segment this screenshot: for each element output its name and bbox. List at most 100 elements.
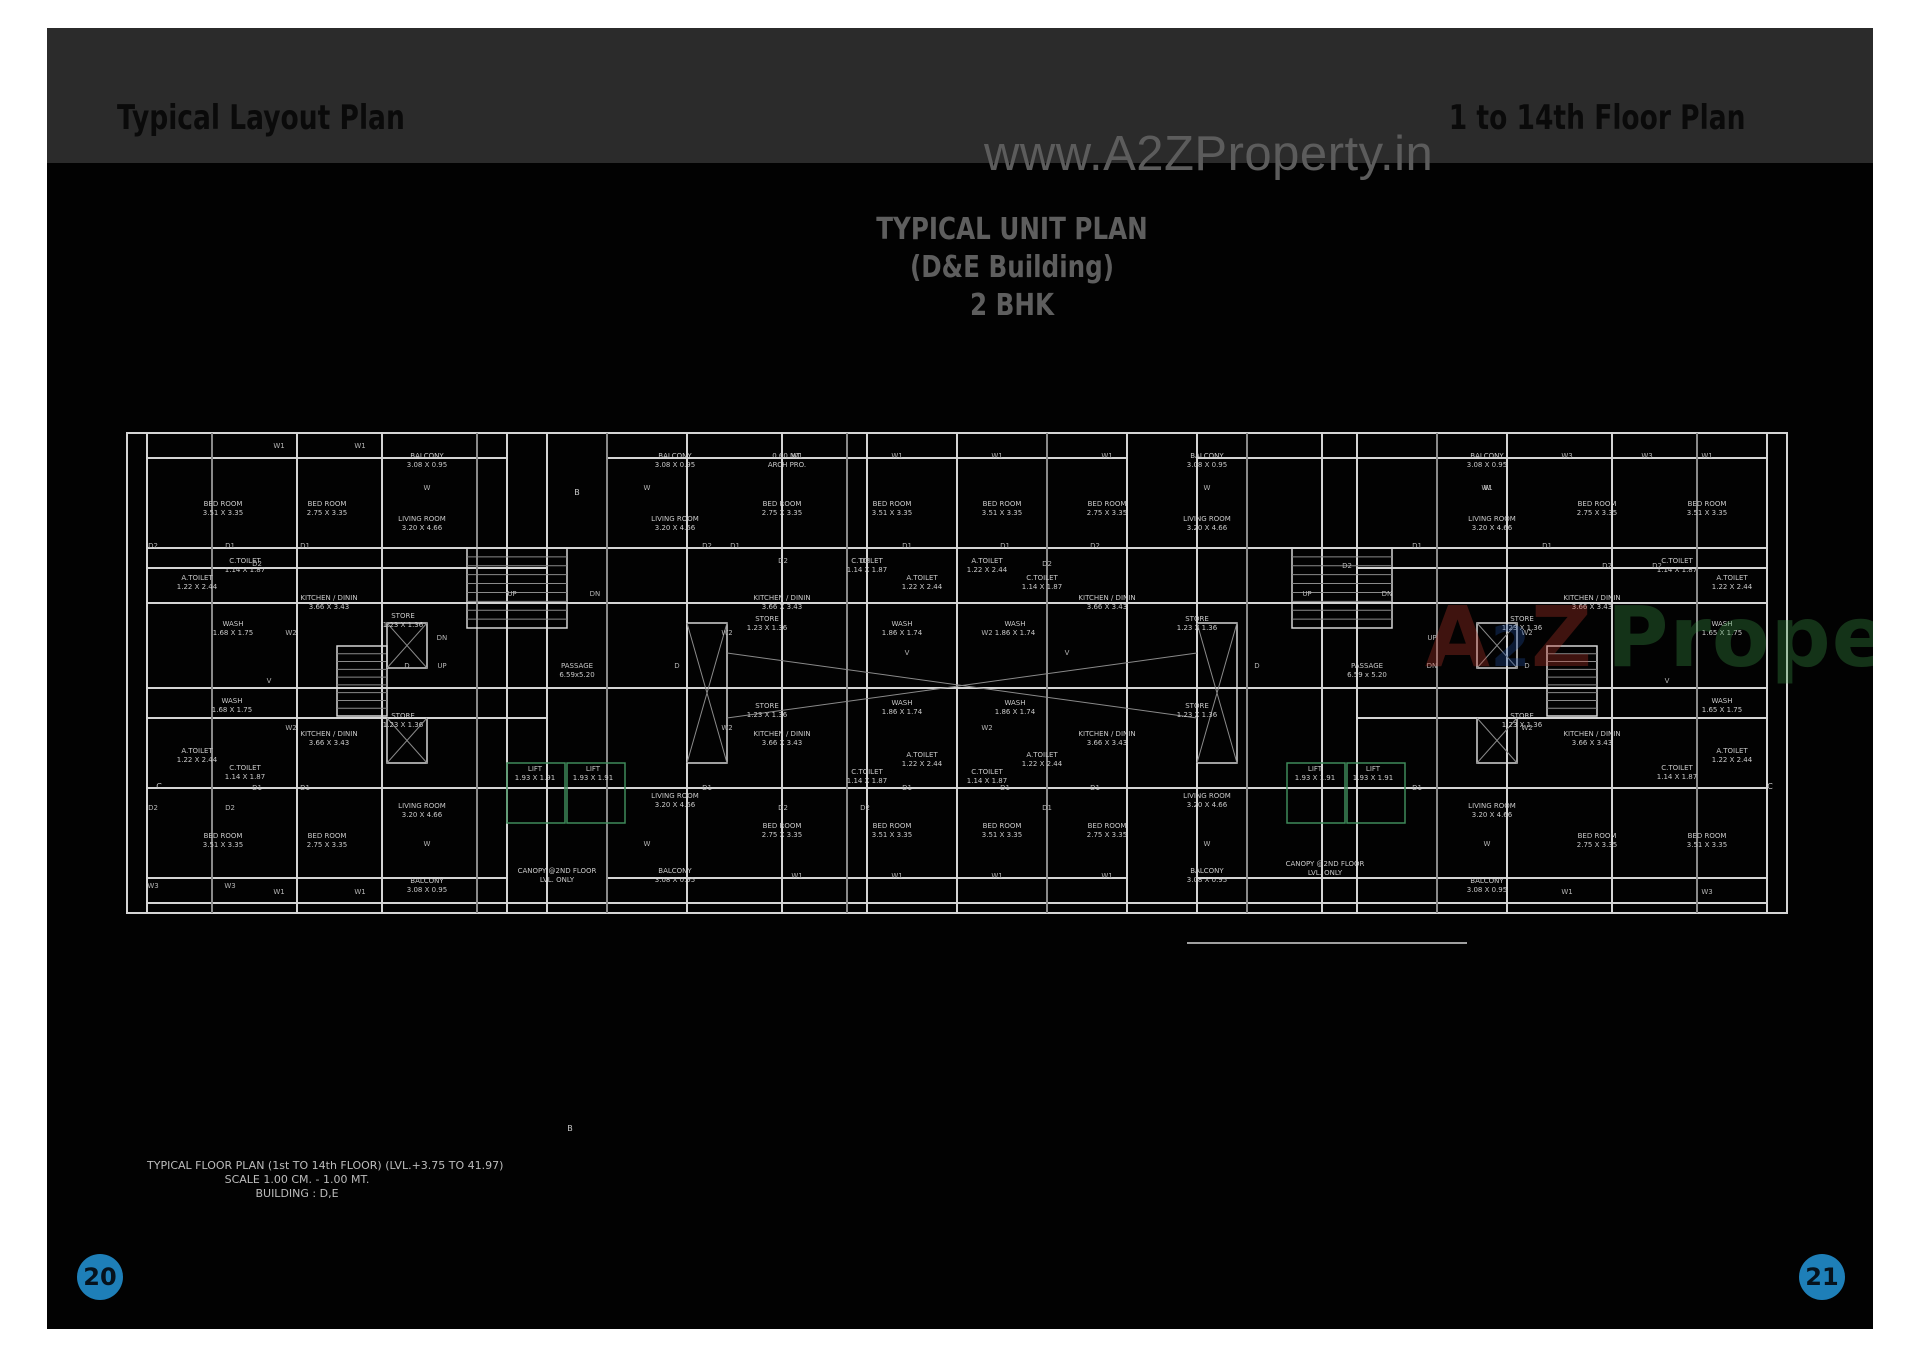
door-window-label-67: W3 (147, 882, 158, 890)
section-mark-1: B (567, 1124, 573, 1133)
room-dimension: 1.22 X 2.44 (177, 756, 218, 764)
door-window-label-76: D (1524, 662, 1529, 670)
logo-digit-2: 2 (1491, 615, 1531, 680)
door-window-label-50: D2 (225, 804, 235, 812)
door-window-label-47: D1 (252, 784, 262, 792)
room-dimension: 1.14 X 1.87 (225, 566, 265, 574)
room-dimension: 1.14 X 1.87 (1022, 583, 1062, 591)
room-dimension: 1.23 X 1.36 (747, 624, 788, 632)
door-window-label-68: W3 (224, 882, 235, 890)
room-name: STORE (755, 615, 779, 623)
door-window-label-22: D1 (902, 542, 912, 550)
room-dimension: 3.66 X 3.43 (1572, 603, 1612, 611)
door-window-label-51: D1 (702, 784, 712, 792)
door-window-label-24: D2 (1042, 560, 1052, 568)
room-name: BALCONY (410, 452, 444, 460)
room-dimension: 3.66 X 3.43 (309, 603, 349, 611)
door-window-label-70: W1 (1561, 888, 1572, 896)
lift-box-3 (1346, 762, 1406, 824)
room-name: A.TOILET (971, 557, 1003, 565)
room-name: STORE (391, 612, 415, 620)
room-dimension: 1.22 X 2.44 (177, 583, 218, 591)
room-dimension: 3.20 X 4.66 (1187, 524, 1228, 532)
shaft-1 (386, 717, 428, 764)
door-window-label-16: D1 (300, 542, 310, 550)
door-window-label-30: D2 (1652, 562, 1662, 570)
room-dimension: 1.23 X 1.36 (383, 621, 424, 629)
door-window-label-42: DN (1427, 662, 1438, 670)
brochure-sheet: Typical Layout Plan 1 to 14th Floor Plan… (47, 28, 1873, 1329)
room-dimension: 3.20 X 4.66 (402, 524, 443, 532)
room-name: STORE (391, 712, 415, 720)
room-name: LIVING ROOM (651, 515, 699, 523)
room-name: KITCHEN / DININ (753, 730, 810, 738)
door-window-label-9: W1 (1481, 484, 1492, 492)
room-name: A.TOILET (1026, 751, 1058, 759)
door-window-label-13: W (1484, 484, 1491, 492)
room-name: BED ROOM (983, 500, 1022, 508)
door-window-label-31: W2 (285, 629, 296, 637)
room-name: C.TOILET (229, 764, 261, 772)
room-dimension: 2.75 X 3.35 (307, 841, 347, 849)
room-dimension: 3.08 X 0.95 (1467, 461, 1507, 469)
room-name: WASH (891, 699, 912, 707)
room-dimension: 3.08 X 0.95 (655, 461, 695, 469)
section-mark-2: C (156, 782, 162, 791)
door-window-label-49: D2 (148, 804, 158, 812)
room-name: C.TOILET (229, 557, 261, 565)
room-dimension: 3.20 X 4.66 (1472, 524, 1513, 532)
room-dimension: 3.51 X 3.35 (1687, 509, 1727, 517)
plan-title: TYPICAL UNIT PLAN (D&E Building) 2 BHK (747, 211, 1277, 325)
room-dimension: 1.22 X 2.44 (902, 583, 943, 591)
room-name: STORE (1185, 702, 1209, 710)
door-window-label-56: D1 (1042, 804, 1052, 812)
door-window-label-6: W1 (991, 452, 1002, 460)
room-dimension: 3.08 X 0.95 (655, 876, 695, 884)
room-name: BED ROOM (1578, 832, 1617, 840)
room-dimension: 1.23 X 1.36 (1177, 711, 1218, 719)
room-name: WASH (1004, 620, 1025, 628)
room-dimension: 1.14 X 1.87 (967, 777, 1007, 785)
plan-title-line3: 2 BHK (969, 288, 1055, 323)
door-window-label-10: W3 (1561, 452, 1572, 460)
room-dimension: 3.08 X 0.95 (407, 461, 447, 469)
room-name: WASH (1004, 699, 1025, 707)
section-mark-0: B (574, 488, 580, 497)
room-name: BALCONY (1190, 452, 1224, 460)
room-name: BED ROOM (204, 832, 243, 840)
door-window-label-26: D2 (1342, 562, 1352, 570)
door-window-label-75: D (1254, 662, 1259, 670)
door-window-label-77: V (267, 677, 272, 685)
door-window-label-36: DN (590, 590, 601, 598)
room-dimension: 3.66 X 3.43 (762, 739, 802, 747)
room-dimension: 1.22 X 2.44 (902, 760, 943, 768)
section-mark-3: C (1767, 782, 1773, 791)
room-dimension: 1.23 X 1.36 (1177, 624, 1218, 632)
door-window-label-17: D2 (252, 560, 262, 568)
plan-caption: TYPICAL FLOOR PLAN (1st TO 14th FLOOR) (… (147, 1159, 503, 1201)
